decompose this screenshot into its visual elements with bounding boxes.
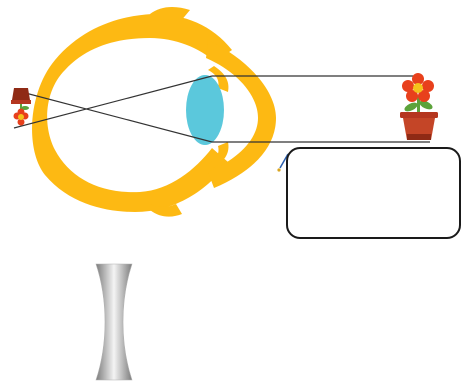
pot-rim bbox=[400, 112, 438, 118]
cornea bbox=[206, 40, 276, 188]
flower-stem bbox=[417, 96, 420, 116]
inverted-pot-body bbox=[12, 88, 30, 100]
flower-petal bbox=[422, 80, 434, 92]
inverted-leaf bbox=[21, 106, 29, 110]
eyeball-bottom-flare bbox=[150, 204, 182, 217]
flower-petal bbox=[418, 90, 430, 102]
flower-petal bbox=[402, 80, 414, 92]
flower-leaf-right bbox=[419, 100, 433, 110]
eyeball-top-flare bbox=[150, 6, 190, 22]
ray-top-crossing bbox=[13, 75, 213, 129]
eye-lens bbox=[186, 75, 224, 145]
iris-upper bbox=[208, 66, 229, 92]
eyeball bbox=[32, 6, 232, 217]
iris-lower bbox=[208, 142, 229, 168]
inverted-flower-center bbox=[18, 114, 24, 120]
flower-center bbox=[413, 83, 423, 93]
flower-petal bbox=[412, 73, 424, 85]
inverted-petal bbox=[17, 108, 25, 116]
flower-petal bbox=[406, 90, 418, 102]
eyeball-outline bbox=[32, 14, 232, 212]
pot-shadow bbox=[407, 134, 431, 140]
answer-box[interactable] bbox=[286, 147, 461, 239]
inverted-petal bbox=[17, 118, 25, 126]
concave-lens-icon bbox=[95, 263, 133, 381]
inverted-flower-pot-icon bbox=[11, 88, 31, 126]
cornea-outline bbox=[206, 40, 276, 188]
ray-bottom-crossing bbox=[13, 89, 213, 143]
inverted-pot-rim bbox=[11, 100, 31, 104]
flower-leaf-left bbox=[404, 102, 418, 112]
light-rays bbox=[13, 75, 430, 143]
flower-pot-icon bbox=[400, 73, 438, 140]
